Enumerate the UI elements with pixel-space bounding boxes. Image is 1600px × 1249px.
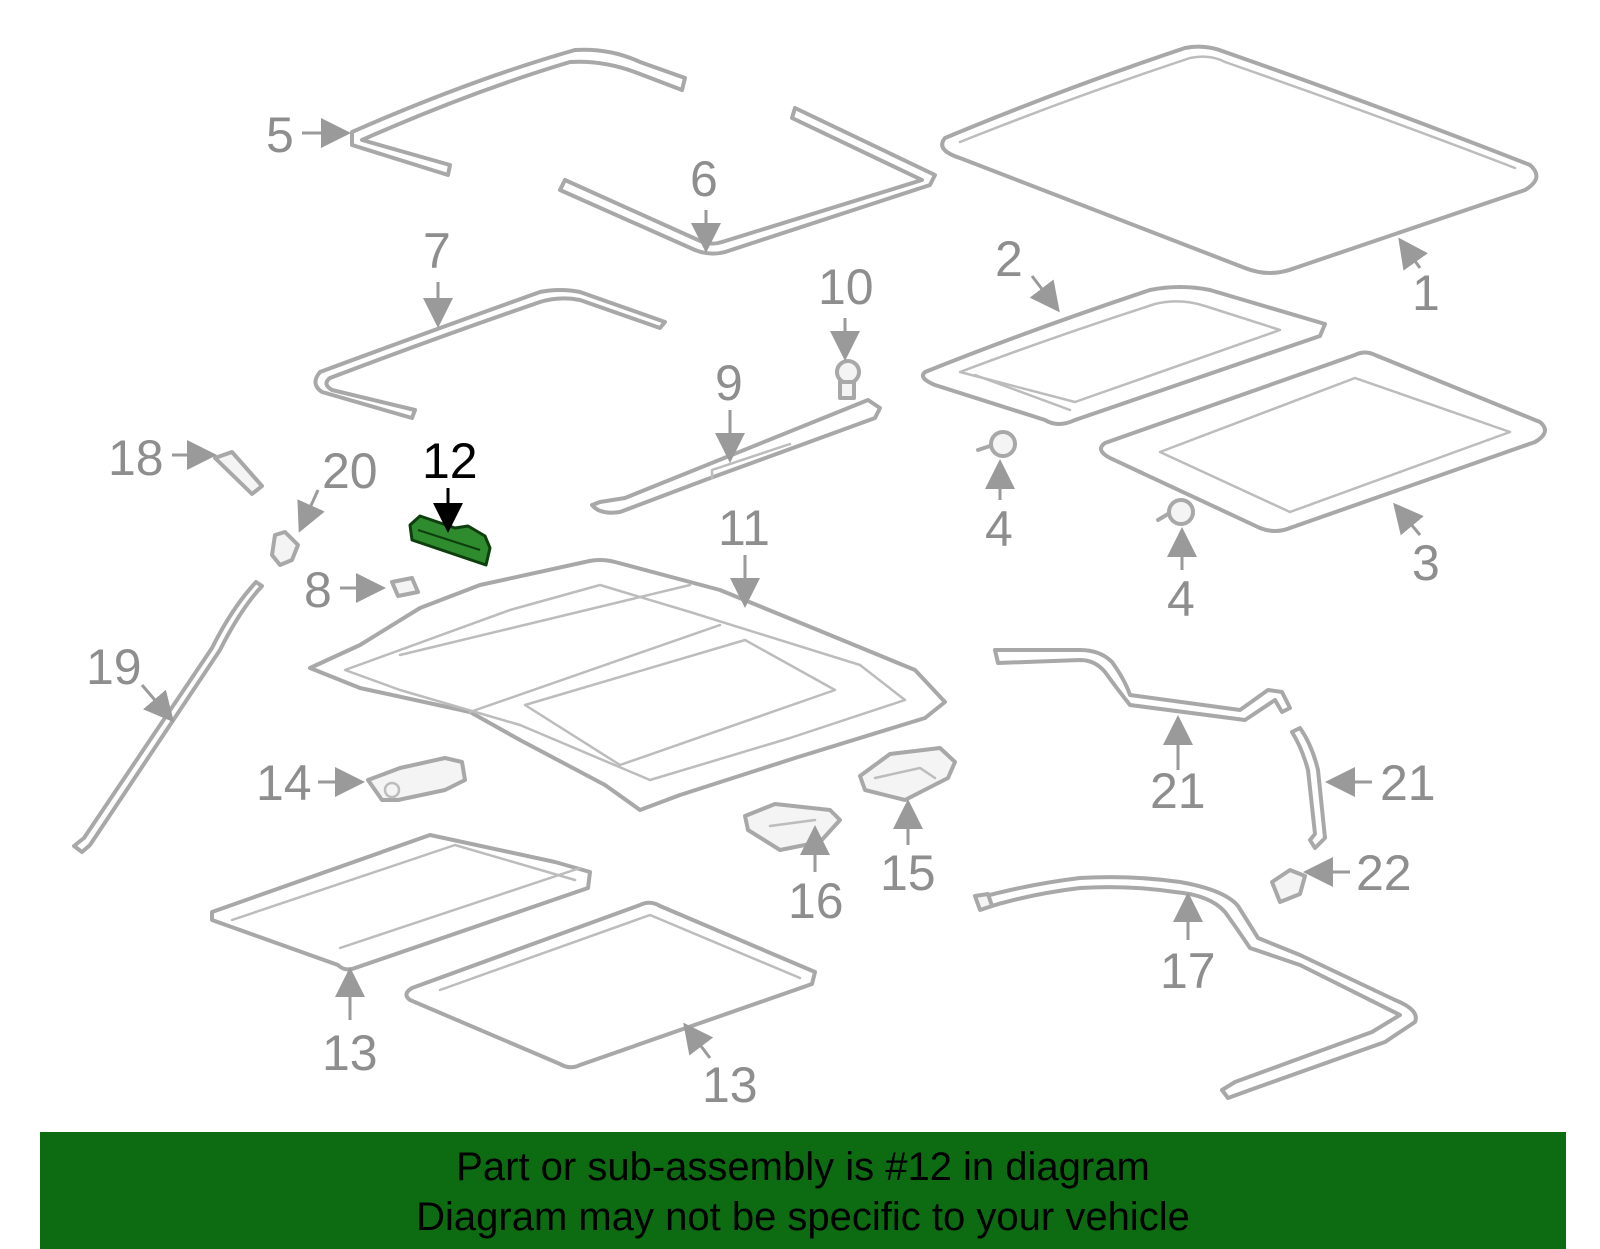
part-16-lamp[interactable] [743, 802, 842, 852]
part-19-cable[interactable] [72, 580, 264, 854]
part-14-motor[interactable] [366, 756, 467, 802]
label-20: 20 [322, 443, 378, 499]
label-19: 19 [86, 639, 142, 695]
part-2-frame[interactable] [921, 285, 1327, 426]
label-13b: 13 [702, 1057, 758, 1113]
part-9-deflector[interactable] [590, 398, 882, 515]
part-21-drain-hose-a[interactable] [993, 648, 1292, 722]
label-16: 16 [788, 873, 844, 929]
part-21-drain-hose-b[interactable] [1290, 726, 1327, 850]
label-10: 10 [818, 259, 874, 315]
label-6: 6 [690, 151, 718, 207]
part-6-seal[interactable] [558, 106, 937, 256]
part-10-push-pin[interactable] [835, 359, 861, 400]
label-4b: 4 [1167, 571, 1195, 627]
footer-line-2: Diagram may not be specific to your vehi… [416, 1195, 1190, 1239]
label-11: 11 [718, 500, 770, 556]
label-18: 18 [108, 430, 164, 486]
part-12-highlighted-bracket[interactable] [408, 514, 492, 567]
label-5: 5 [266, 107, 294, 163]
label-3: 3 [1412, 535, 1440, 591]
label-9: 9 [715, 355, 743, 411]
part-8-bracket[interactable] [390, 576, 420, 598]
part-11-housing[interactable] [308, 558, 947, 812]
part-5-seal[interactable] [350, 47, 687, 177]
label-21b: 21 [1380, 755, 1436, 811]
label-17: 17 [1160, 943, 1216, 999]
label-13a: 13 [322, 1025, 378, 1081]
label-21a: 21 [1150, 763, 1206, 819]
label-4a: 4 [985, 501, 1013, 557]
part-4-clip-a[interactable] [976, 430, 1017, 458]
leader-arrows [140, 118, 1428, 1059]
label-8: 8 [304, 562, 332, 618]
part-7-seal[interactable] [313, 288, 667, 420]
part-3-glass[interactable] [1099, 350, 1547, 533]
part-13-sunshade-a[interactable] [210, 833, 592, 972]
label-2: 2 [995, 231, 1023, 287]
part-1-glass-panel[interactable] [940, 44, 1539, 275]
label-15: 15 [880, 845, 936, 901]
label-12-highlighted: 12 [422, 433, 478, 489]
label-1: 1 [1412, 265, 1440, 321]
label-7: 7 [423, 223, 451, 279]
footer-banner: Part or sub-assembly is #12 in diagram D… [40, 1132, 1566, 1249]
footer-line-1: Part or sub-assembly is #12 in diagram [456, 1145, 1150, 1189]
part-13-sunshade-b[interactable] [404, 900, 817, 1070]
part-4-clip-b[interactable] [1156, 498, 1195, 526]
part-22-valve[interactable] [1270, 868, 1307, 904]
label-14: 14 [256, 755, 312, 811]
part-18-connector[interactable] [213, 450, 264, 496]
part-20-grommet[interactable] [270, 530, 300, 567]
part-15-lamp-housing[interactable] [858, 746, 957, 802]
part-17-drain-tube[interactable] [973, 875, 1418, 1100]
label-22: 22 [1356, 845, 1412, 901]
